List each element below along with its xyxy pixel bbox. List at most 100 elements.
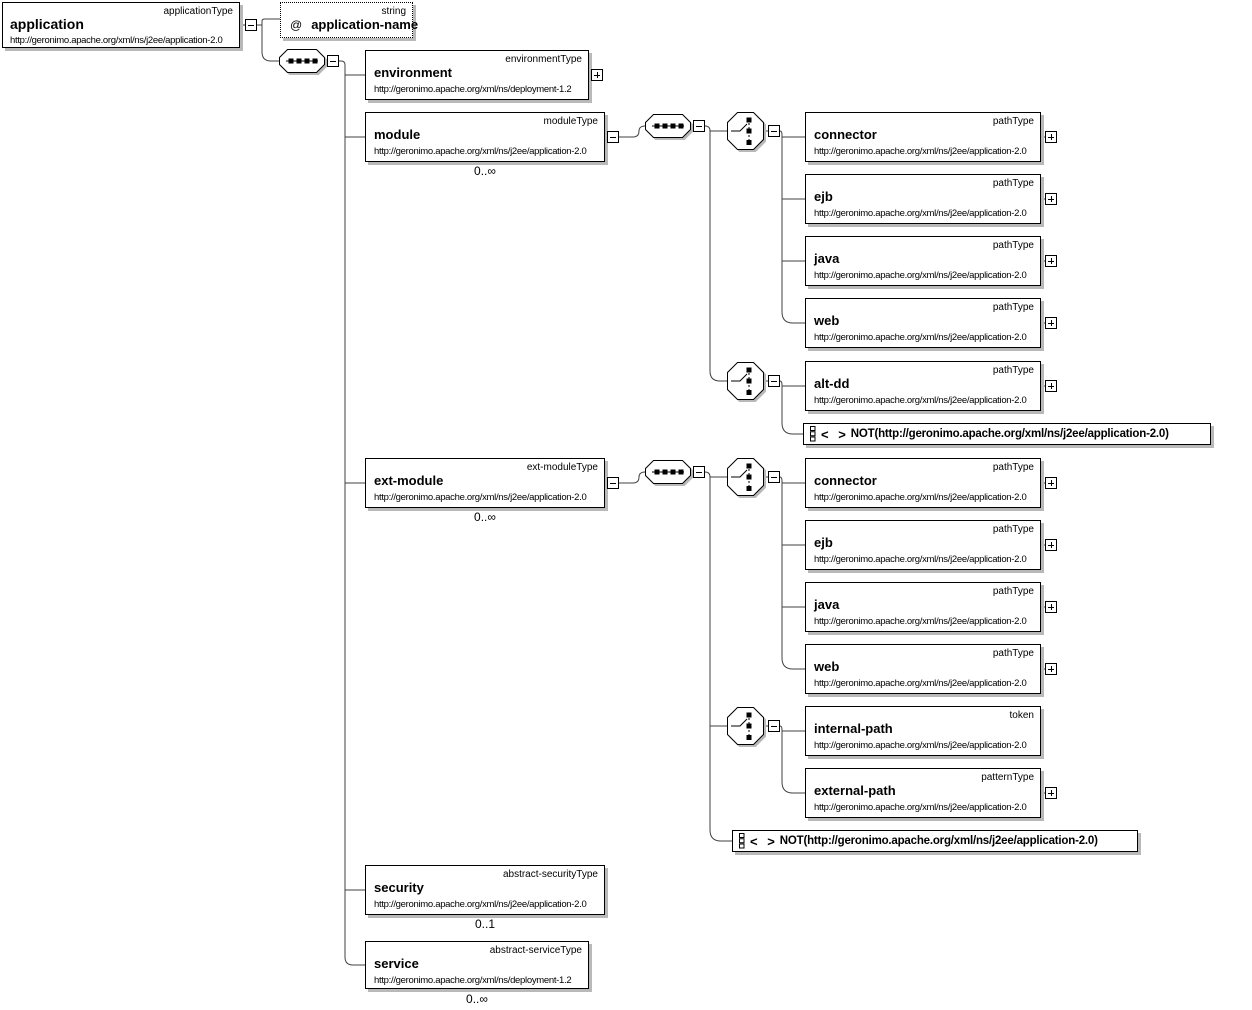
sequence-icon[interactable]	[645, 460, 691, 484]
choice-icon[interactable]	[727, 707, 764, 745]
element-box-connector[interactable]: pathType connector http://geronimo.apach…	[805, 458, 1041, 508]
element-namespace: http://geronimo.apache.org/xml/ns/j2ee/a…	[10, 35, 223, 46]
element-namespace: http://geronimo.apache.org/xml/ns/j2ee/a…	[814, 208, 1027, 219]
element-box-service[interactable]: abstract-serviceType service http://gero…	[365, 941, 589, 989]
element-namespace: http://geronimo.apache.org/xml/ns/deploy…	[374, 84, 572, 95]
element-box-ejb[interactable]: pathType ejb http://geronimo.apache.org/…	[805, 520, 1041, 570]
choice-icon[interactable]	[727, 362, 764, 400]
type-label: pathType	[992, 178, 1034, 189]
element-name: internal-path	[814, 721, 893, 736]
collapse-button-ext-module[interactable]	[607, 477, 619, 489]
expand-button-alt-dd[interactable]	[1045, 380, 1057, 392]
element-namespace: http://geronimo.apache.org/xml/ns/j2ee/a…	[814, 270, 1027, 281]
element-namespace: http://geronimo.apache.org/xml/ns/j2ee/a…	[374, 492, 587, 503]
element-box-module[interactable]: moduleType module http://geronimo.apache…	[365, 112, 605, 162]
any-namespace-constraint: NOT(http://geronimo.apache.org/xml/ns/j2…	[850, 428, 1169, 440]
element-box-web[interactable]: pathType web http://geronimo.apache.org/…	[805, 644, 1041, 694]
element-box-security[interactable]: abstract-securityType security http://ge…	[365, 865, 605, 915]
element-box-environment[interactable]: environmentType environment http://geron…	[365, 50, 589, 100]
collapse-button-sequence[interactable]	[693, 120, 705, 132]
element-box-application[interactable]: applicationType application http://geron…	[2, 2, 240, 48]
element-name: alt-dd	[814, 376, 850, 391]
any-element-icon	[739, 833, 745, 849]
element-name: environment	[374, 65, 453, 80]
collapse-button-choice[interactable]	[768, 471, 780, 483]
element-name: external-path	[814, 783, 896, 798]
type-label: token	[1009, 710, 1034, 721]
type-label: pathType	[992, 524, 1034, 535]
expand-button-java[interactable]	[1045, 255, 1057, 267]
type-label: abstract-serviceType	[489, 945, 582, 956]
any-namespace-constraint: NOT(http://geronimo.apache.org/xml/ns/j2…	[779, 835, 1098, 847]
expand-button-ejb[interactable]	[1045, 539, 1057, 551]
collapse-button-sequence[interactable]	[327, 55, 339, 67]
type-label: pathType	[992, 462, 1034, 473]
expand-button-external-path[interactable]	[1045, 787, 1057, 799]
occurrence-label: 0..∞	[466, 992, 488, 1006]
choice-icon[interactable]	[727, 112, 764, 150]
type-label: environmentType	[505, 54, 582, 65]
angle-brackets-icon: < >	[750, 833, 778, 849]
expand-button-connector[interactable]	[1045, 477, 1057, 489]
type-label: patternType	[981, 772, 1034, 783]
expand-button-java[interactable]	[1045, 601, 1057, 613]
type-label: string	[381, 6, 406, 17]
element-name: java	[814, 251, 840, 266]
collapse-button-sequence[interactable]	[693, 466, 705, 478]
type-label: pathType	[992, 365, 1034, 376]
element-name: connector	[814, 127, 877, 142]
at-sign-icon: @	[290, 18, 303, 32]
any-element-icon	[810, 426, 816, 442]
occurrence-label: 0..∞	[474, 510, 496, 524]
element-box-connector[interactable]: pathType connector http://geronimo.apach…	[805, 112, 1041, 162]
element-namespace: http://geronimo.apache.org/xml/ns/j2ee/a…	[814, 740, 1027, 751]
element-box-alt-dd[interactable]: pathType alt-dd http://geronimo.apache.o…	[805, 361, 1041, 411]
element-box-ejb[interactable]: pathType ejb http://geronimo.apache.org/…	[805, 174, 1041, 224]
element-name: connector	[814, 473, 877, 488]
any-element-box[interactable]: < > NOT(http://geronimo.apache.org/xml/n…	[803, 423, 1211, 445]
element-namespace: http://geronimo.apache.org/xml/ns/j2ee/a…	[814, 395, 1027, 406]
element-name: java	[814, 597, 840, 612]
element-namespace: http://geronimo.apache.org/xml/ns/j2ee/a…	[814, 554, 1027, 565]
element-box-java[interactable]: pathType java http://geronimo.apache.org…	[805, 582, 1041, 632]
element-box-internal-path[interactable]: token internal-path http://geronimo.apac…	[805, 706, 1041, 756]
occurrence-label: 0..∞	[474, 164, 496, 178]
element-box-external-path[interactable]: patternType external-path http://geronim…	[805, 768, 1041, 818]
collapse-button-module[interactable]	[607, 131, 619, 143]
element-box-java[interactable]: pathType java http://geronimo.apache.org…	[805, 236, 1041, 286]
type-label: moduleType	[543, 116, 598, 127]
collapse-button-choice[interactable]	[768, 125, 780, 137]
element-name: web	[814, 659, 840, 674]
collapse-button-choice[interactable]	[768, 375, 780, 387]
expand-button-environment[interactable]	[591, 69, 603, 81]
collapse-button-choice[interactable]	[768, 720, 780, 732]
sequence-icon[interactable]	[279, 49, 325, 73]
element-namespace: http://geronimo.apache.org/xml/ns/j2ee/a…	[814, 678, 1027, 689]
sequence-icon[interactable]	[645, 114, 691, 138]
expand-button-ejb[interactable]	[1045, 193, 1057, 205]
attribute-box-application-name[interactable]: string @application-name	[280, 2, 418, 38]
choice-icon[interactable]	[727, 458, 764, 496]
expand-button-connector[interactable]	[1045, 131, 1057, 143]
collapse-button-application[interactable]	[245, 19, 257, 31]
type-label: pathType	[992, 648, 1034, 659]
element-name: service	[374, 956, 419, 971]
element-box-web[interactable]: pathType web http://geronimo.apache.org/…	[805, 298, 1041, 348]
element-name: module	[374, 127, 421, 142]
element-name: application	[10, 16, 84, 32]
expand-button-web[interactable]	[1045, 317, 1057, 329]
angle-brackets-icon: < >	[821, 426, 849, 442]
element-name: web	[814, 313, 840, 328]
element-box-ext-module[interactable]: ext-moduleType ext-module http://geronim…	[365, 458, 605, 508]
expand-button-web[interactable]	[1045, 663, 1057, 675]
element-namespace: http://geronimo.apache.org/xml/ns/j2ee/a…	[374, 146, 587, 157]
type-label: applicationType	[163, 6, 234, 17]
any-element-box[interactable]: < > NOT(http://geronimo.apache.org/xml/n…	[732, 830, 1138, 852]
attribute-name: @application-name	[290, 17, 419, 32]
type-label: pathType	[992, 240, 1034, 251]
type-label: abstract-securityType	[502, 869, 598, 880]
type-label: ext-moduleType	[526, 462, 598, 473]
type-label: pathType	[992, 116, 1034, 127]
